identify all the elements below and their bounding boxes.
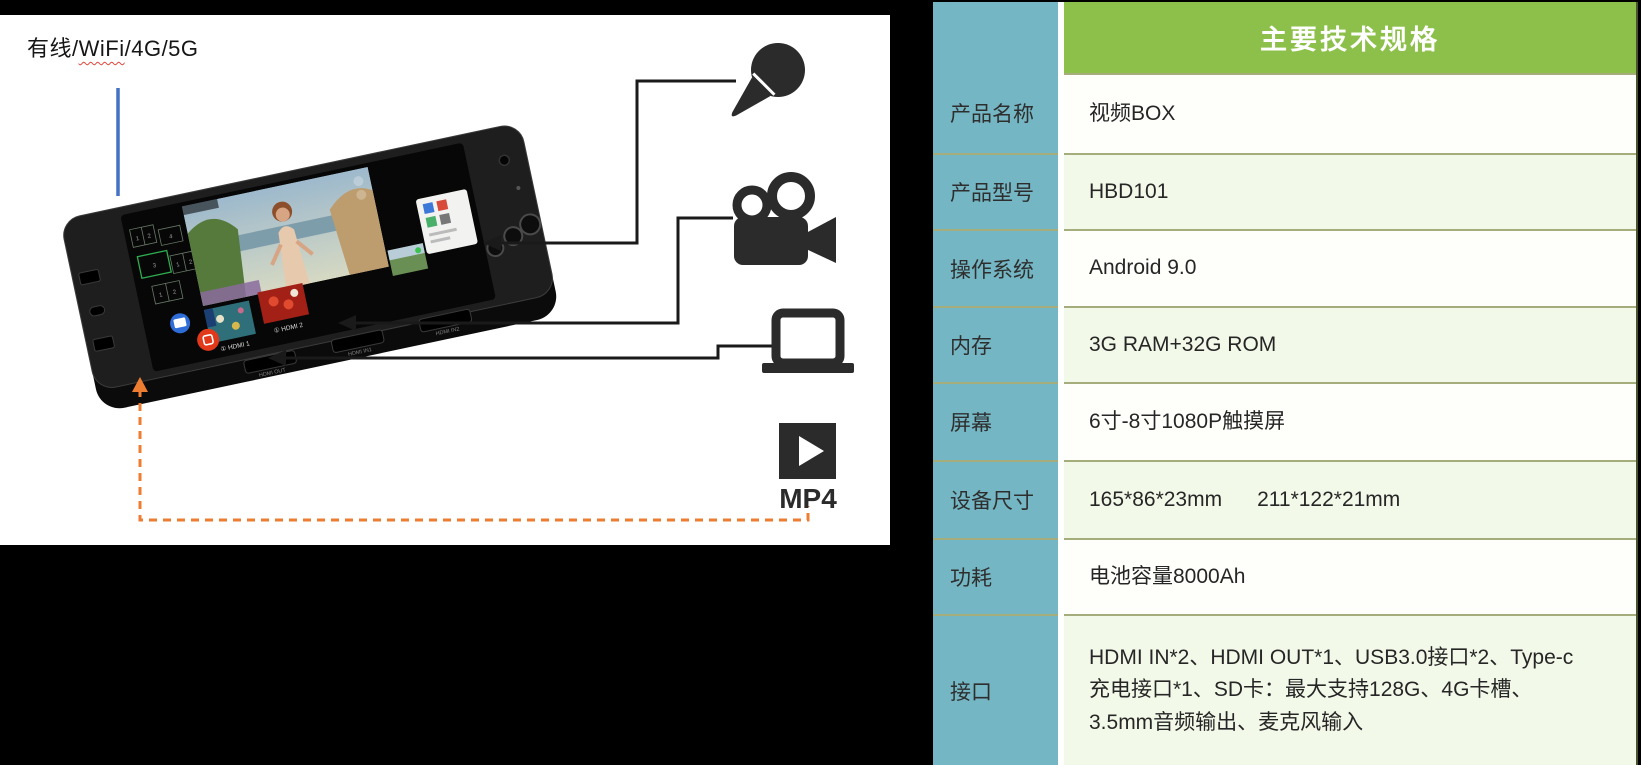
hdmi-in2-port — [418, 308, 473, 333]
spec-row-value: HBD101 — [1064, 153, 1636, 229]
led-dot — [516, 186, 521, 191]
mic-jack-icon — [503, 226, 524, 247]
mp4-file-icon: MP4 — [779, 423, 837, 514]
connectivity-label-prefix: 有线/ — [27, 36, 79, 61]
red-record-button — [197, 328, 220, 351]
grid-number: 1 — [135, 236, 140, 243]
camera-arrowhead — [338, 315, 356, 331]
laptop-icon — [762, 308, 854, 373]
spec-row-value: 165*86*23mm 211*122*21mm — [1064, 460, 1636, 538]
grid-number: 4 — [169, 234, 174, 241]
laptop-arrowhead — [268, 350, 286, 366]
spec-row-label: 屏幕 — [933, 382, 1058, 460]
video-camera-icon — [732, 172, 836, 265]
grid-number: 2 — [172, 289, 177, 296]
spec-row-value: 视频BOX — [1064, 73, 1636, 153]
spec-row-label: 产品型号 — [933, 153, 1058, 229]
product-diagram-panel: 有线/WiFi/4G/5G — [0, 15, 890, 545]
connector-lines — [284, 79, 774, 360]
diagram-graphics: 1 2 4 3 1 2 1 2 — [63, 43, 854, 522]
mic-arrowhead — [483, 235, 501, 251]
spec-row-label: 设备尺寸 — [933, 460, 1058, 538]
spec-row-value: 3G RAM+32G ROM — [1064, 306, 1636, 382]
grid-number: 3 — [152, 263, 157, 270]
usb-port-icon — [78, 269, 101, 286]
mic-connector-line — [499, 79, 736, 245]
connector-arrowheads — [268, 235, 501, 366]
spec-row-value: Android 9.0 — [1064, 229, 1636, 306]
settings-mini-panel — [415, 189, 478, 254]
spec-row-label: 接口 — [933, 614, 1058, 765]
spec-table: 主要技术规格 产品名称 视频BOX 产品型号 HBD101 操作系统 Andro… — [933, 2, 1638, 765]
connectivity-label-wavy: WiFi — [78, 36, 125, 61]
laptop-connector-line — [284, 344, 774, 360]
connectivity-label: 有线/WiFi/4G/5G — [27, 31, 199, 63]
spec-row-value: HDMI IN*2、HDMI OUT*1、USB3.0接口*2、Type-c充电… — [1064, 614, 1636, 765]
device-left-ports — [78, 269, 115, 352]
camera-connector-line — [354, 216, 733, 325]
spec-table-header: 主要技术规格 — [1064, 2, 1636, 73]
grid-number: 2 — [188, 259, 193, 266]
main-video-preview — [181, 166, 389, 307]
usb-port-icon — [92, 335, 115, 352]
hdmi-in1-port — [330, 329, 385, 353]
spec-row-label: 操作系统 — [933, 229, 1058, 306]
spec-row-label: 产品名称 — [933, 73, 1058, 153]
recording-arrowhead — [132, 377, 148, 392]
usb-c-port-icon — [89, 305, 106, 317]
front-camera-hole — [498, 154, 511, 167]
spec-row-value: 6寸-8寸1080P触摸屏 — [1064, 382, 1636, 460]
spec-row-label: 功耗 — [933, 538, 1058, 614]
grid-number: 2 — [147, 233, 152, 240]
hdmi-in2-label: HDMI IN2 — [435, 326, 460, 337]
grid-number: 1 — [159, 292, 164, 299]
microphone-icon — [731, 43, 805, 117]
hdmi-out-label: HDMI OUT — [259, 367, 287, 379]
spec-table-header-spacer — [933, 2, 1058, 73]
connectivity-label-suffix: /4G/5G — [124, 36, 199, 61]
hdmi-in1-label: HDMI IN1 — [348, 347, 373, 358]
mp4-label: MP4 — [779, 483, 837, 514]
spec-row-value: 电池容量8000Ah — [1064, 538, 1636, 614]
mp4-recording-dashed-line — [138, 389, 810, 522]
record-icon — [202, 334, 214, 346]
spec-row-label: 内存 — [933, 306, 1058, 382]
grid-number: 1 — [176, 262, 181, 269]
film-icon — [173, 317, 187, 329]
line-jack-icon — [519, 213, 542, 236]
source-thumbnails: ① HDMI 1 ① HDMI 2 — [203, 243, 429, 353]
video-box-device-illustration: 1 2 4 3 1 2 1 2 — [63, 125, 557, 409]
